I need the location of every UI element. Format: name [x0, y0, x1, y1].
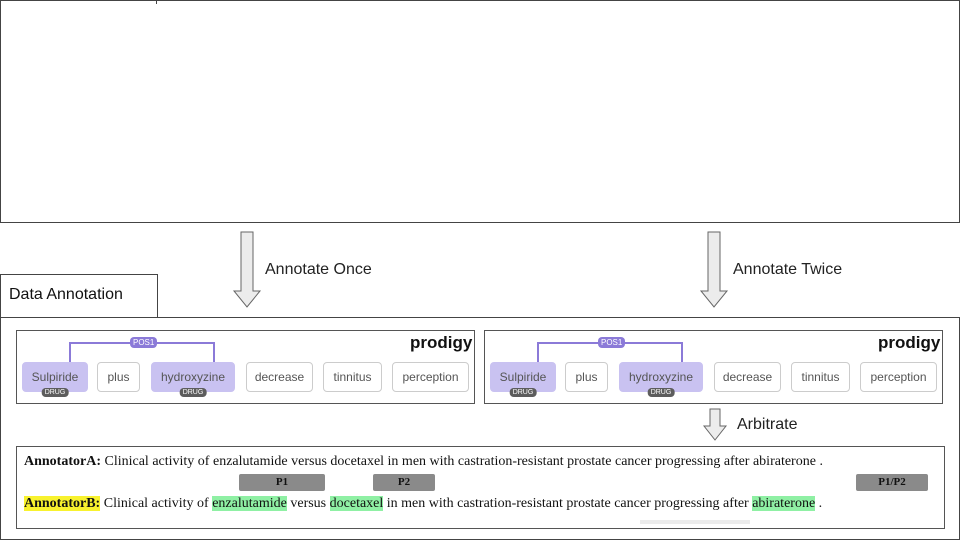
token-perception[interactable]: perception — [860, 362, 937, 392]
down-arrow-icon — [702, 408, 728, 441]
prodigy-panel-left: POS1 prodigy Sulpiride DRUG plus hydroxy… — [16, 330, 475, 404]
drug-enzalutamide: enzalutamide — [212, 454, 288, 469]
top-content-box — [0, 0, 960, 223]
drug-docetaxel: docetaxel — [330, 454, 385, 469]
token-decrease[interactable]: decrease — [714, 362, 781, 392]
token-tinnitus[interactable]: tinnitus — [791, 362, 850, 392]
arbitrate-label: Arbitrate — [737, 416, 798, 433]
drug-abiraterone: abiraterone — [752, 454, 816, 469]
annotate-twice-label: Annotate Twice — [733, 261, 843, 278]
annotator-b-label: AnnotatorB: — [24, 496, 101, 511]
token-plus[interactable]: plus — [565, 362, 608, 392]
entity-tag: DRUG — [179, 388, 207, 397]
token-decrease[interactable]: decrease — [246, 362, 313, 392]
prodigy-logo: prodigy — [878, 333, 941, 352]
token-tinnitus[interactable]: tinnitus — [323, 362, 382, 392]
relation-label: POS1 — [130, 337, 158, 348]
annotator-b-line: AnnotatorB: Clinical activity of enzalut… — [24, 496, 823, 511]
token-sulpiride[interactable]: Sulpiride DRUG — [490, 362, 556, 397]
annotator-comparison: AnnotatorA: Clinical activity of enzalut… — [16, 446, 945, 529]
entity-tag: DRUG — [41, 388, 69, 397]
down-arrow-icon — [699, 231, 729, 308]
tag-p2: P2 — [373, 474, 435, 491]
drug-abiraterone-highlighted: abiraterone — [752, 496, 816, 511]
token-hydroxyzine[interactable]: hydroxyzine DRUG — [619, 362, 703, 397]
faint-divider — [640, 520, 750, 524]
drug-docetaxel-highlighted: docetaxel — [329, 496, 384, 511]
token-sulpiride[interactable]: Sulpiride DRUG — [22, 362, 88, 397]
top-divider-tick — [156, 0, 157, 4]
annotate-once-label: Annotate Once — [265, 261, 372, 278]
token-perception[interactable]: perception — [392, 362, 469, 392]
token-hydroxyzine[interactable]: hydroxyzine DRUG — [151, 362, 235, 397]
relation-label: POS1 — [598, 337, 626, 348]
prodigy-panel-right: POS1 prodigy Sulpiride DRUG plus hydroxy… — [484, 330, 943, 404]
drug-enzalutamide-highlighted: enzalutamide — [212, 496, 287, 511]
annotator-a-label: AnnotatorA: — [24, 454, 101, 469]
prodigy-logo: prodigy — [410, 333, 473, 352]
tag-p1: P1 — [239, 474, 325, 491]
tag-p1-p2: P1/P2 — [856, 474, 928, 491]
entity-tag: DRUG — [509, 388, 537, 397]
entity-tag: DRUG — [647, 388, 675, 397]
down-arrow-icon — [232, 231, 262, 308]
section-title: Data Annotation — [0, 274, 158, 318]
token-plus[interactable]: plus — [97, 362, 140, 392]
annotator-a-line: AnnotatorA: Clinical activity of enzalut… — [24, 454, 823, 469]
